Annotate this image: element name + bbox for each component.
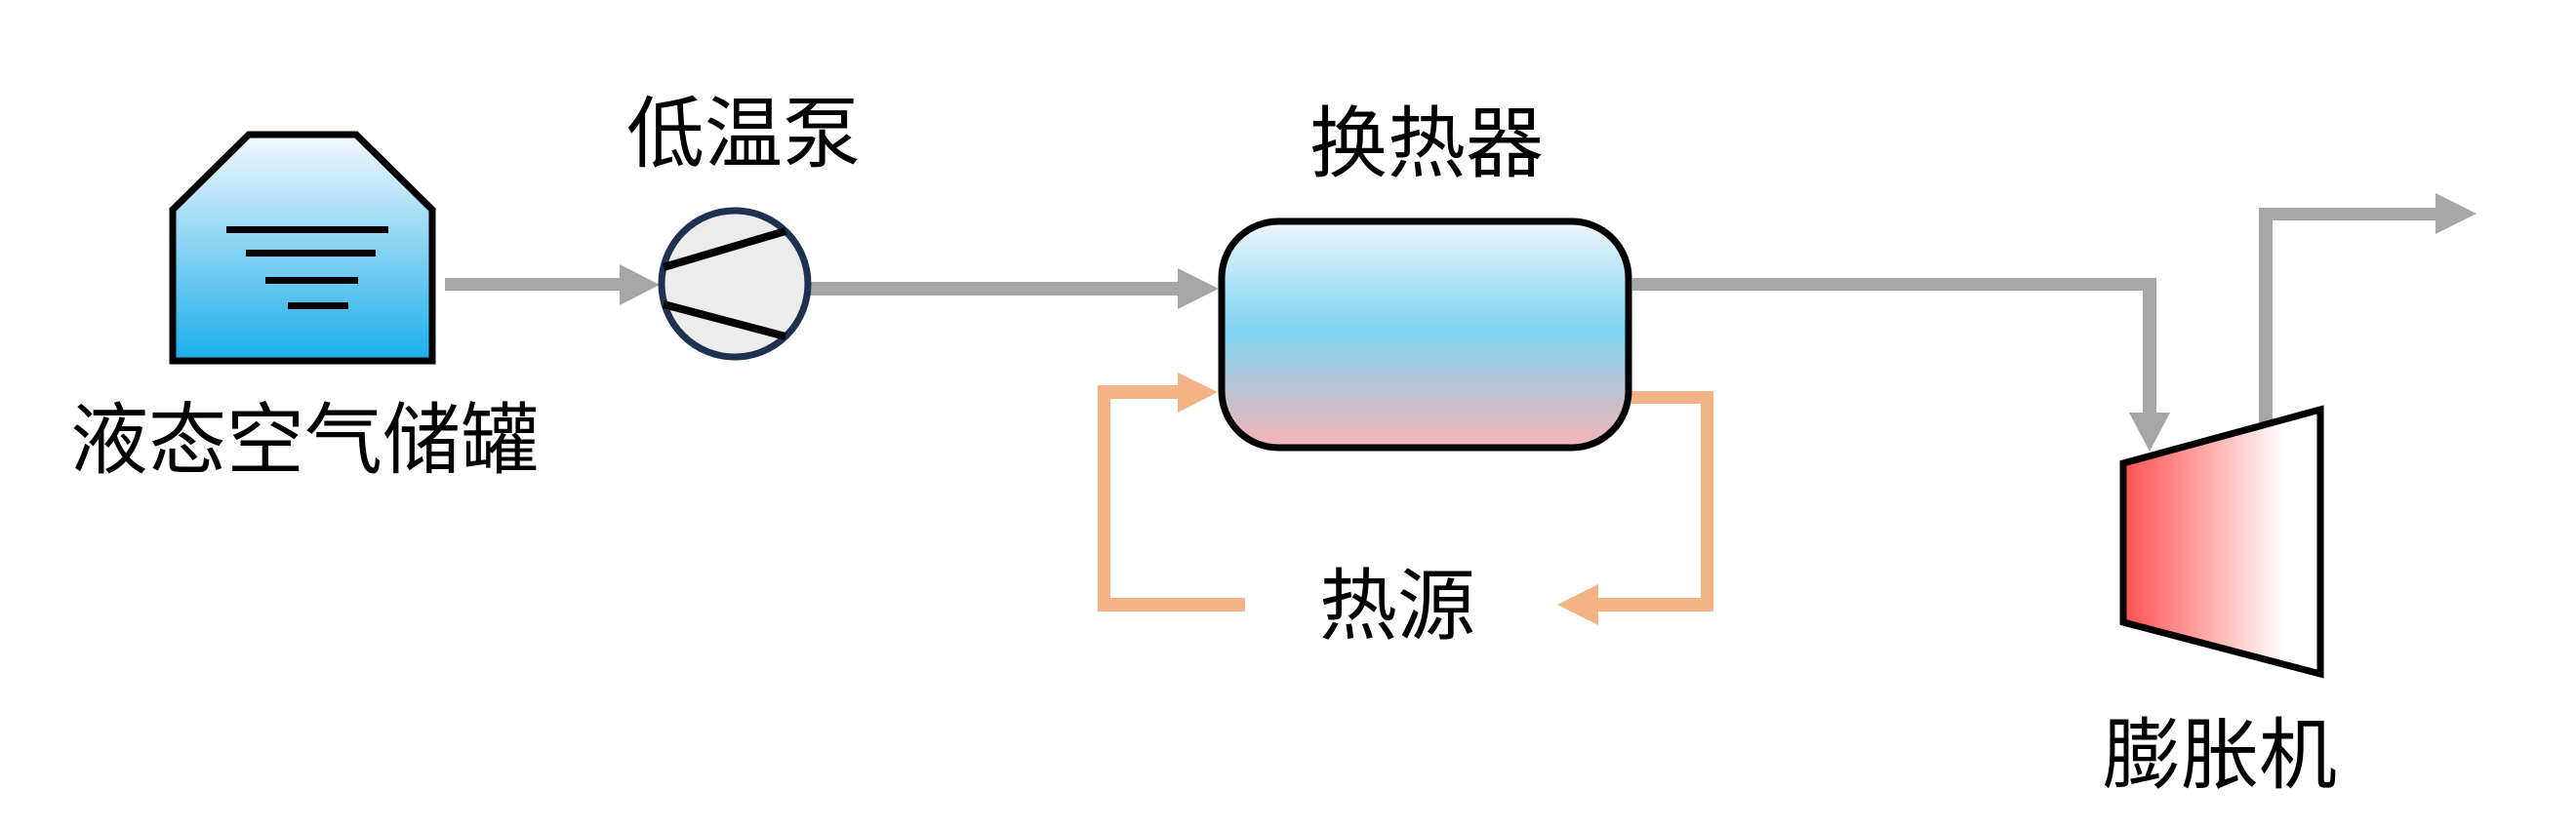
expander-turbine-icon [2119,405,2324,679]
heat-exchanger-icon [1218,217,1632,452]
flow-exchanger-to-heat-source [1557,391,1713,625]
arrow-right-icon [2435,193,2476,234]
level-line [246,250,376,257]
pipe-segment [1098,598,1245,612]
pipe-segment [1098,385,1110,612]
liquid-air-tank-icon [169,131,436,365]
air-flow-lines [445,193,2476,452]
expander-body [2119,405,2324,679]
flow-tank-to-pump [445,264,660,305]
arrow-left-icon [1557,584,1598,625]
pump-body [658,207,812,361]
level-line [288,302,348,309]
pipe-segment [1632,278,2156,291]
exchanger-label: 换热器 [1309,99,1544,189]
arrow-right-icon [620,264,660,305]
cryogenic-pump-icon [658,207,812,361]
arrow-right-icon [1178,373,1218,413]
pipe-segment [1701,391,1713,612]
level-line [226,226,388,233]
arrow-down-icon [2129,413,2170,452]
heat-source-label: 热源 [1319,561,1475,651]
pipe-segment [1098,385,1181,399]
pipe-segment [1631,391,1713,404]
pipe-segment [1596,598,1713,612]
flow-exchanger-to-expander [1632,278,2170,452]
level-line [265,277,358,284]
pipe-segment [2259,208,2273,422]
pump-blade-line [662,227,787,271]
pump-blade-line [662,300,787,340]
expander-label: 膨胀机 [2103,710,2337,801]
pipe-segment [445,278,623,291]
tank-body [169,131,436,365]
tank-label: 液态空气储罐 [70,395,539,486]
exchanger-body [1218,217,1632,452]
heat-source-loop [1098,373,1713,625]
pump-label: 低温泵 [626,89,861,179]
pipe-segment [2259,208,2438,220]
liquid-level-lines [226,226,388,309]
flow-pump-to-exchanger [808,268,1219,309]
pipe-segment [808,282,1181,296]
arrow-right-icon [1178,268,1219,309]
flow-heat-source-to-exchanger [1098,373,1245,612]
pipe-segment [2143,278,2156,414]
flow-expander-outlet [2259,193,2476,422]
